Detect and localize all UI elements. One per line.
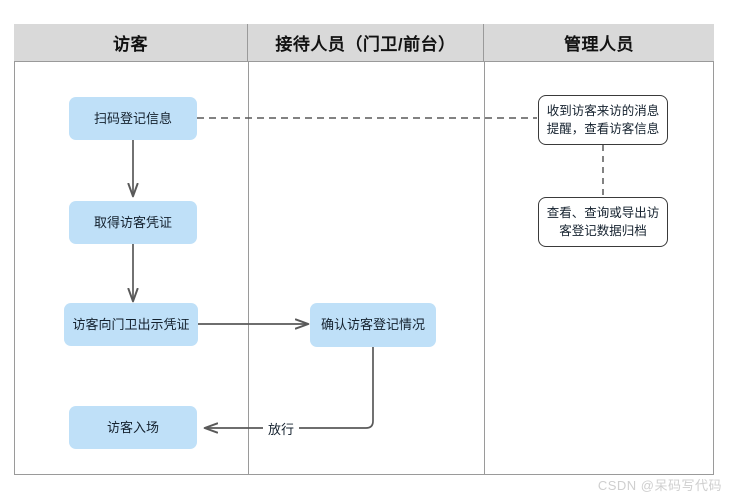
node-show-credential[interactable]: 访客向门卫出示凭证 [64, 303, 198, 346]
node-scan-register-label: 扫码登记信息 [93, 110, 172, 126]
node-receive-notification-line1: 收到访客来访的消息 [546, 103, 660, 118]
edge-label-release-text: 放行 [268, 422, 295, 437]
node-receive-notification-label: 收到访客来访的消息 提醒，查看访客信息 [547, 102, 660, 138]
watermark: CSDN @呆码写代码 [598, 475, 722, 494]
lane-divider-1 [248, 62, 249, 475]
watermark-text: CSDN @呆码写代码 [597, 478, 722, 493]
lane-header-visitor-label: 访客 [113, 35, 148, 54]
node-receive-notification[interactable]: 收到访客来访的消息 提醒，查看访客信息 [538, 95, 668, 145]
node-obtain-credential-label: 取得访客凭证 [93, 214, 172, 230]
node-confirm-registration-label: 确认访客登记情况 [320, 317, 425, 333]
node-visitor-enter[interactable]: 访客入场 [69, 406, 197, 449]
node-view-export-archive-label: 查看、查询或导出访 客登记数据归档 [547, 204, 660, 240]
node-confirm-registration[interactable]: 确认访客登记情况 [310, 303, 436, 347]
node-scan-register[interactable]: 扫码登记信息 [69, 97, 197, 140]
swimlane-header-row: 访客 接待人员（门卫/前台） 管理人员 [14, 24, 714, 62]
lane-header-reception: 接待人员（门卫/前台） [248, 24, 484, 61]
lane-divider-2 [484, 62, 485, 475]
lane-header-visitor: 访客 [14, 24, 248, 61]
node-view-export-archive-line2: 客登记数据归档 [559, 224, 647, 238]
lane-header-manager: 管理人员 [484, 24, 714, 61]
node-show-credential-label: 访客向门卫出示凭证 [72, 316, 190, 332]
lane-header-manager-label: 管理人员 [564, 35, 634, 54]
lane-header-reception-label: 接待人员（门卫/前台） [275, 35, 456, 54]
node-obtain-credential[interactable]: 取得访客凭证 [69, 201, 197, 244]
node-view-export-archive-line1: 查看、查询或导出访 [546, 205, 660, 220]
node-visitor-enter-label: 访客入场 [106, 419, 159, 435]
node-receive-notification-line2: 提醒，查看访客信息 [546, 122, 660, 136]
edge-label-release: 放行 [263, 418, 300, 439]
node-view-export-archive[interactable]: 查看、查询或导出访 客登记数据归档 [538, 197, 668, 247]
